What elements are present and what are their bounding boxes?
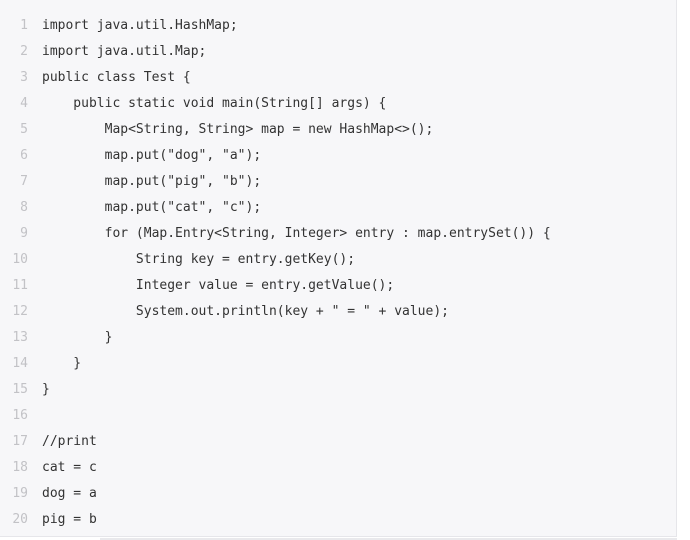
code-text: cat = c xyxy=(42,460,97,475)
code-text: public static void main(String[] args) { xyxy=(42,96,387,111)
line-number: 3 xyxy=(20,70,28,85)
code-text: dog = a xyxy=(42,486,97,501)
line-number: 13 xyxy=(12,330,28,345)
code-line: 14 } xyxy=(0,351,676,377)
code-line: 12 System.out.println(key + " = " + valu… xyxy=(0,299,676,325)
code-line: 17 //print xyxy=(0,429,676,455)
code-line: 1 import java.util.HashMap; xyxy=(0,13,676,39)
line-number: 8 xyxy=(20,200,28,215)
code-line: 2 import java.util.Map; xyxy=(0,39,676,65)
code-line: 3 public class Test { xyxy=(0,65,676,91)
line-number: 7 xyxy=(20,174,28,189)
code-text: } xyxy=(42,356,82,371)
line-number: 19 xyxy=(12,486,28,501)
code-block: 1 import java.util.HashMap; 2 import java.… xyxy=(0,0,677,537)
code-text: } xyxy=(42,330,113,345)
code-text: pig = b xyxy=(42,512,97,527)
line-number: 20 xyxy=(12,512,28,527)
line-number: 15 xyxy=(12,382,28,397)
line-number: 14 xyxy=(12,356,28,371)
line-number: 2 xyxy=(20,44,28,59)
code-line: 10 String key = entry.getKey(); xyxy=(0,247,676,273)
code-line: 5 Map<String, String> map = new HashMap<… xyxy=(0,117,676,143)
bottom-edge xyxy=(0,537,100,540)
code-line: 4 public static void main(String[] args)… xyxy=(0,91,676,117)
code-text: map.put("cat", "c"); xyxy=(42,200,262,215)
line-number: 16 xyxy=(12,408,28,423)
code-text: for (Map.Entry<String, Integer> entry : … xyxy=(42,226,551,241)
line-number: 17 xyxy=(12,434,28,449)
code-text xyxy=(28,403,42,429)
code-line: 16 xyxy=(0,403,676,429)
bottom-divider xyxy=(100,538,677,540)
code-line: 8 map.put("cat", "c"); xyxy=(0,195,676,221)
code-text: System.out.println(key + " = " + value); xyxy=(42,304,449,319)
code-line: 6 map.put("dog", "a"); xyxy=(0,143,676,169)
code-text: Integer value = entry.getValue(); xyxy=(42,278,395,293)
code-text: import java.util.Map; xyxy=(42,44,207,59)
code-text: map.put("pig", "b"); xyxy=(42,174,262,189)
line-number: 6 xyxy=(20,148,28,163)
line-number: 1 xyxy=(20,18,28,33)
line-number: 4 xyxy=(20,96,28,111)
code-line: 20 pig = b xyxy=(0,507,676,533)
line-number: 5 xyxy=(20,122,28,137)
code-text: public class Test { xyxy=(42,70,191,85)
code-text: } xyxy=(42,382,50,397)
code-line: 11 Integer value = entry.getValue(); xyxy=(0,273,676,299)
code-line: 13 } xyxy=(0,325,676,351)
code-text: import java.util.HashMap; xyxy=(42,18,238,33)
code-text: Map<String, String> map = new HashMap<>(… xyxy=(42,122,434,137)
code-line: 9 for (Map.Entry<String, Integer> entry … xyxy=(0,221,676,247)
code-line: 19 dog = a xyxy=(0,481,676,507)
code-text: String key = entry.getKey(); xyxy=(42,252,356,267)
code-line: 15} xyxy=(0,377,676,403)
code-line: 7 map.put("pig", "b"); xyxy=(0,169,676,195)
line-number: 11 xyxy=(12,278,28,293)
code-line: 18 cat = c xyxy=(0,455,676,481)
line-number: 10 xyxy=(12,252,28,267)
code-text: map.put("dog", "a"); xyxy=(42,148,262,163)
line-number: 9 xyxy=(20,226,28,241)
code-text: //print xyxy=(42,434,97,449)
line-number: 12 xyxy=(12,304,28,319)
line-number: 18 xyxy=(12,460,28,475)
